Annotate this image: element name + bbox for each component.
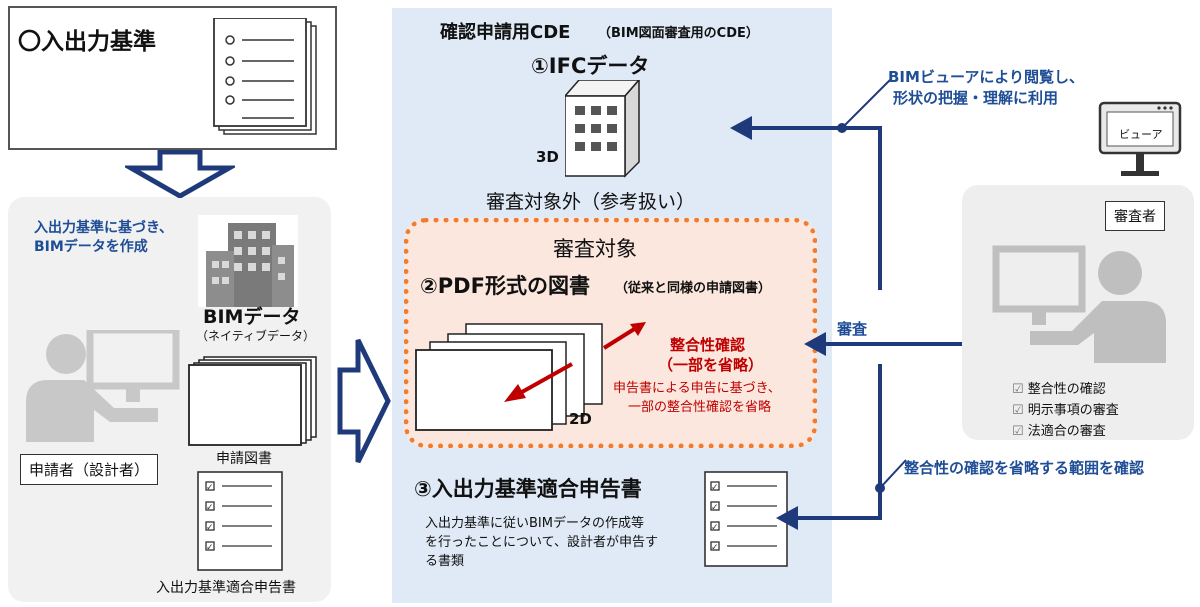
svg-text:✓: ✓ bbox=[711, 523, 719, 533]
bim-data-subtitle: （ネイティブデータ） bbox=[196, 329, 316, 343]
svg-text:✓: ✓ bbox=[711, 483, 719, 493]
reviewer-label: 審査者 bbox=[1105, 201, 1165, 231]
connector-lines bbox=[730, 79, 962, 530]
bottom-note: 整合性の確認を省略する範囲を確認 bbox=[904, 459, 1145, 477]
cde-subtitle: （BIM図面審査用のCDE） bbox=[598, 26, 759, 41]
declaration-form-center-icon: ✓ ✓ ✓ ✓ bbox=[704, 471, 788, 567]
bim-data-title: BIMデータ bbox=[203, 306, 301, 328]
drawing-stack-icon bbox=[188, 356, 317, 446]
checklist-document-icon bbox=[213, 18, 317, 135]
checklist-item-2: ☑ 明示事項の審査 bbox=[1012, 403, 1119, 418]
left-note-line2: BIMデータを作成 bbox=[34, 239, 148, 255]
checkbox-icon: ☑ bbox=[1012, 382, 1028, 397]
viewer-note-line1: BIMビューアにより閲覧し、 bbox=[888, 68, 1085, 86]
review-target-title: 審査対象 bbox=[553, 237, 637, 261]
consistency-title: 整合性確認 bbox=[670, 336, 746, 354]
declaration-form-icon: ✓ ✓ ✓ ✓ bbox=[197, 471, 283, 571]
consistency-desc-line1: 申告書による申告に基づき、 bbox=[613, 381, 781, 396]
down-arrow-icon bbox=[125, 150, 235, 198]
applicant-label: 申請者（設計者） bbox=[20, 454, 159, 485]
building-icon bbox=[198, 215, 298, 307]
out-of-scope-label: 審査対象外（参考扱い） bbox=[486, 191, 696, 213]
applicant-person-icon bbox=[26, 330, 180, 442]
declaration-title: ③入出力基準適合申告書 bbox=[414, 477, 642, 501]
right-arrow-icon bbox=[337, 338, 391, 464]
left-note-line1: 入出力基準に基づき、 bbox=[34, 220, 174, 236]
consistency-subtitle: （一部を省略） bbox=[658, 356, 764, 374]
viewer-note-line2: 形状の把握・理解に利用 bbox=[893, 89, 1059, 107]
label-3d: 3D bbox=[536, 148, 559, 166]
input-output-standard-title: 〇入出力基準 bbox=[18, 29, 156, 55]
pdf-subtitle: （従来と同様の申請図書） bbox=[615, 281, 772, 296]
svg-text:✓: ✓ bbox=[206, 543, 214, 553]
checklist-item-1: ☑ 整合性の確認 bbox=[1012, 382, 1106, 397]
checkbox-icon: ☑ bbox=[1012, 403, 1028, 418]
consistency-desc-line2: 一部の整合性確認を省略 bbox=[628, 400, 772, 415]
svg-text:✓: ✓ bbox=[206, 503, 214, 513]
red-arrow-up-icon bbox=[602, 322, 646, 350]
declaration-desc-line1: 入出力基準に従いBIMデータの作成等 bbox=[425, 516, 644, 531]
2d-sheets-icon bbox=[415, 323, 603, 431]
declaration-form-label: 入出力基準適合申告書 bbox=[156, 580, 296, 596]
checkbox-icon: ☑ bbox=[1012, 424, 1028, 439]
review-arrow-label: 審査 bbox=[837, 320, 868, 338]
viewer-monitor-icon bbox=[1098, 101, 1182, 176]
svg-text:✓: ✓ bbox=[206, 523, 214, 533]
ifc-data-title: ①IFCデータ bbox=[531, 54, 650, 78]
cde-title: 確認申請用CDE bbox=[440, 22, 571, 43]
drawings-label: 申請図書 bbox=[216, 451, 272, 467]
label-2d: 2D bbox=[569, 410, 592, 428]
checklist-item-3: ☑ 法適合の審査 bbox=[1012, 424, 1106, 439]
3d-building-icon bbox=[565, 80, 640, 178]
viewer-label: ビューア bbox=[1119, 128, 1163, 141]
reviewer-person-icon bbox=[992, 245, 1166, 363]
svg-text:✓: ✓ bbox=[711, 543, 719, 553]
svg-text:✓: ✓ bbox=[206, 483, 214, 493]
declaration-desc-line2: を行ったことについて、設計者が申告す bbox=[425, 535, 658, 550]
svg-text:✓: ✓ bbox=[711, 503, 719, 513]
declaration-desc-line3: る書類 bbox=[425, 554, 465, 569]
pdf-title: ②PDF形式の図書 bbox=[420, 274, 590, 298]
